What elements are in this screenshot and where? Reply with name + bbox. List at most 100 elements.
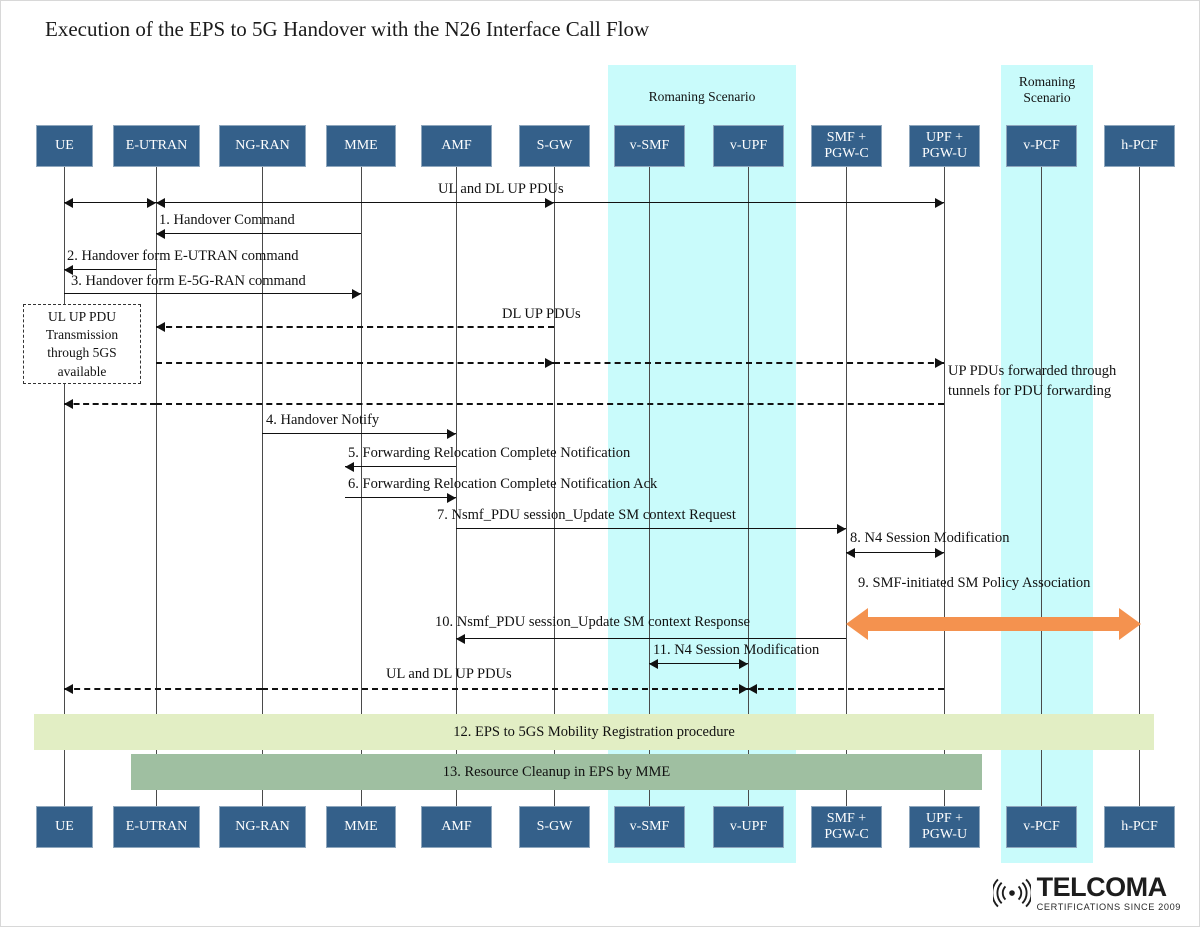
- lifeline-s-gw: [554, 167, 555, 806]
- message-label-step11: 11. N4 Session Modification: [653, 642, 820, 658]
- message-line-ul-dl-up-pdus-b: [156, 202, 554, 203]
- lifeline-upf-pgw-u: [944, 167, 945, 806]
- arrowhead-ul-dl-up-pdus-a: [147, 198, 156, 208]
- arrowhead-fwd-tunnel-b: [935, 358, 944, 368]
- node-top-v-smf[interactable]: v-SMF: [614, 125, 685, 167]
- message-label-step2: 2. Handover form E-UTRAN command: [67, 248, 299, 264]
- arrowhead-step4: [447, 429, 456, 439]
- message-line-fwd-tunnel-d: [156, 403, 944, 405]
- lifeline-ue: [64, 167, 65, 806]
- logo-tagline: CERTIFICATIONS SINCE 2009: [1036, 901, 1181, 912]
- lifeline-smf-pgw-c: [846, 167, 847, 806]
- message-label-step5: 5. Forwarding Relocation Complete Notifi…: [348, 445, 631, 461]
- lifeline-mme: [361, 167, 362, 806]
- page-title: Execution of the EPS to 5G Handover with…: [45, 17, 650, 41]
- node-top-v-pcf[interactable]: v-PCF: [1006, 125, 1077, 167]
- arrowhead-step3: [352, 289, 361, 299]
- message-label-step8: 8. N4 Session Modification: [850, 530, 1010, 546]
- message-label-step6: 6. Forwarding Relocation Complete Notifi…: [348, 476, 658, 492]
- lifeline-ng-ran: [262, 167, 263, 806]
- message-line-ul-dl-up-pdus-e: [262, 688, 748, 690]
- lifeline-e-utran: [156, 167, 157, 806]
- message-label-ul-dl-up-pdus-b: UL and DL UP PDUs: [438, 181, 564, 197]
- arrowhead-step1: [156, 229, 165, 239]
- arrowhead-ul-dl-up-pdus-b: [156, 198, 165, 208]
- message-label-step7: 7. Nsmf_PDU session_Update SM context Re…: [437, 507, 736, 523]
- lifeline-v-upf: [748, 167, 749, 806]
- arrowhead-step10: [456, 634, 465, 644]
- node-top-amf[interactable]: AMF: [421, 125, 492, 167]
- node-top-h-pcf[interactable]: h-PCF: [1104, 125, 1175, 167]
- signal-waves-icon: [992, 878, 1031, 908]
- arrowhead-fwd-tunnel-c: [64, 399, 73, 409]
- message-line-step8: [846, 552, 944, 553]
- arrowhead-ul-dl-up-pdus-a: [64, 198, 73, 208]
- node-bottom-smf-pgw-c[interactable]: SMF +PGW-C: [811, 806, 882, 848]
- arrowhead-step7: [837, 524, 846, 534]
- message-line-fwd-tunnel-a: [156, 362, 554, 364]
- message-line-step5: [345, 466, 456, 467]
- message-line-step6: [345, 497, 456, 498]
- note-ul-up-pdu-note: UL UP PDU Transmission through 5GS avail…: [23, 304, 141, 384]
- arrowhead-ul-dl-up-pdus-e: [739, 684, 748, 694]
- message-line-ul-dl-up-pdus-d: [64, 688, 262, 690]
- message-label-step1: 1. Handover Command: [159, 212, 295, 228]
- node-top-ue[interactable]: UE: [36, 125, 93, 167]
- message-line-step11: [649, 663, 748, 664]
- node-bottom-ng-ran[interactable]: NG-RAN: [219, 806, 306, 848]
- arrowhead-ul-dl-up-pdus-d: [64, 684, 73, 694]
- telcoma-logo: TELCOMA CERTIFICATIONS SINCE 2009: [992, 871, 1181, 912]
- message-label-ul-dl-up-pdus-d: UL and DL UP PDUs: [386, 666, 512, 682]
- node-bottom-e-utran[interactable]: E-UTRAN: [113, 806, 200, 848]
- message-label-step4: 4. Handover Notify: [266, 412, 380, 428]
- node-top-v-upf[interactable]: v-UPF: [713, 125, 784, 167]
- procedure-bar-step12[interactable]: 12. EPS to 5GS Mobility Registration pro…: [34, 714, 1154, 750]
- sm-policy-association-double-arrow: [846, 608, 1141, 640]
- node-bottom-s-gw[interactable]: S-GW: [519, 806, 590, 848]
- node-bottom-upf-pgw-u[interactable]: UPF +PGW-U: [909, 806, 980, 848]
- lifeline-v-pcf: [1041, 167, 1042, 806]
- arrowhead-step8: [846, 548, 855, 558]
- message-label-step10: 10. Nsmf_PDU session_Update SM context R…: [435, 614, 750, 630]
- message-line-dl-up-pdus-2: [156, 326, 554, 328]
- message-line-fwd-tunnel-c: [64, 403, 156, 405]
- node-top-upf-pgw-u[interactable]: UPF +PGW-U: [909, 125, 980, 167]
- arrowhead-step8: [935, 548, 944, 558]
- message-line-step3: [64, 293, 361, 294]
- message-line-step2: [64, 269, 156, 270]
- message-line-ul-dl-up-pdus-c: [554, 202, 944, 203]
- node-bottom-v-upf[interactable]: v-UPF: [713, 806, 784, 848]
- roaming-scenario-label-2: Romaning Scenario: [1018, 74, 1076, 105]
- node-bottom-h-pcf[interactable]: h-PCF: [1104, 806, 1175, 848]
- message-line-step7: [456, 528, 846, 529]
- note-up-pdus-forwarded-note: UP PDUs forwarded through tunnels for PD…: [948, 363, 1117, 400]
- message-line-ul-dl-up-pdus-a: [64, 202, 156, 203]
- node-bottom-mme[interactable]: MME: [326, 806, 396, 848]
- message-line-step10: [456, 638, 846, 639]
- arrowhead-step2: [64, 265, 73, 275]
- lifeline-amf: [456, 167, 457, 806]
- message-line-step4: [262, 433, 456, 434]
- lifeline-v-smf: [649, 167, 650, 806]
- node-top-smf-pgw-c[interactable]: SMF +PGW-C: [811, 125, 882, 167]
- procedure-bar-step13[interactable]: 13. Resource Cleanup in EPS by MME: [131, 754, 982, 790]
- node-top-mme[interactable]: MME: [326, 125, 396, 167]
- logo-brand: TELCOMA: [1036, 871, 1167, 902]
- node-top-s-gw[interactable]: S-GW: [519, 125, 590, 167]
- message-label-dl-up-pdus: DL UP PDUs: [502, 306, 581, 322]
- message-line-ul-dl-up-pdus-f: [748, 688, 944, 690]
- lifeline-h-pcf: [1139, 167, 1140, 806]
- arrowhead-step11: [649, 659, 658, 669]
- node-bottom-v-smf[interactable]: v-SMF: [614, 806, 685, 848]
- node-bottom-v-pcf[interactable]: v-PCF: [1006, 806, 1077, 848]
- node-bottom-ue[interactable]: UE: [36, 806, 93, 848]
- arrowhead-ul-dl-up-pdus-c: [935, 198, 944, 208]
- roaming-scenario-label-1: Romaning Scenario: [648, 89, 756, 104]
- arrowhead-step6: [447, 493, 456, 503]
- node-top-ng-ran[interactable]: NG-RAN: [219, 125, 306, 167]
- arrowhead-ul-dl-up-pdus-b: [545, 198, 554, 208]
- node-top-e-utran[interactable]: E-UTRAN: [113, 125, 200, 167]
- node-bottom-amf[interactable]: AMF: [421, 806, 492, 848]
- message-label-step3: 3. Handover form E-5G-RAN command: [71, 273, 306, 289]
